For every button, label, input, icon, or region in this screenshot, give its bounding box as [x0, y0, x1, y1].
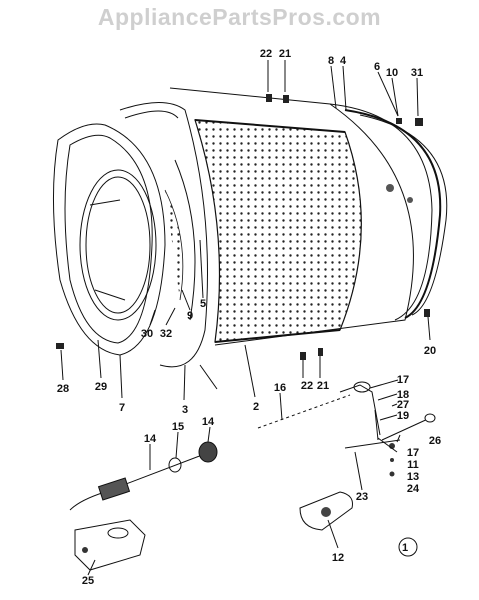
callout-12: 12 [332, 552, 344, 564]
front-flange [52, 123, 166, 356]
leader-lines [60, 60, 431, 576]
callout-22-bottom: 22 [301, 380, 313, 392]
callout-18: 18 [397, 389, 409, 401]
filter-plate [299, 491, 353, 531]
callout-16: 16 [274, 382, 286, 394]
callout-25: 25 [82, 575, 94, 587]
callout-11: 11 [407, 459, 419, 471]
callout-1: 1 [402, 542, 408, 554]
callout-28: 28 [57, 383, 69, 395]
callout-14-upper: 14 [202, 416, 215, 428]
callout-5: 5 [200, 298, 206, 310]
callout-27: 27 [397, 399, 409, 411]
callout-19: 19 [397, 410, 409, 422]
callout-9: 9 [187, 310, 193, 322]
callout-17-lower: 17 [407, 447, 419, 459]
callout-14-lower: 14 [144, 433, 157, 445]
watermark: AppliancePartsPros.com [97, 4, 382, 30]
callout-20: 20 [424, 345, 436, 357]
outer-tub-front [119, 102, 208, 368]
callout-2: 2 [253, 401, 259, 413]
callout-23: 23 [356, 491, 368, 503]
callout-8: 8 [328, 55, 334, 67]
callout-22-top: 22 [260, 48, 272, 60]
callout-17-upper: 17 [397, 374, 409, 386]
callout-3: 3 [182, 404, 188, 416]
inner-drum [194, 119, 362, 343]
callout-30: 30 [141, 328, 153, 340]
callout-4: 4 [340, 55, 347, 67]
outer-tub-rear [169, 87, 448, 346]
callout-32: 32 [160, 328, 172, 340]
callout-7: 7 [119, 402, 125, 414]
callout-13: 13 [407, 471, 419, 483]
heater-assembly [257, 381, 436, 477]
fasteners [56, 94, 430, 360]
callout-labels: 1 2 3 4 5 6 7 8 9 10 11 12 13 14 14 15 1… [57, 48, 441, 587]
callout-15: 15 [172, 421, 184, 433]
callout-10: 10 [386, 67, 398, 79]
callout-31: 31 [411, 67, 423, 79]
callout-21-bottom: 21 [317, 380, 329, 392]
callout-26: 26 [429, 435, 441, 447]
pump-housing [74, 519, 146, 571]
shaft-assembly [69, 441, 218, 511]
callout-24: 24 [407, 483, 420, 495]
callout-29: 29 [95, 381, 107, 393]
callout-21-top: 21 [279, 48, 291, 60]
callout-6: 6 [374, 61, 380, 73]
